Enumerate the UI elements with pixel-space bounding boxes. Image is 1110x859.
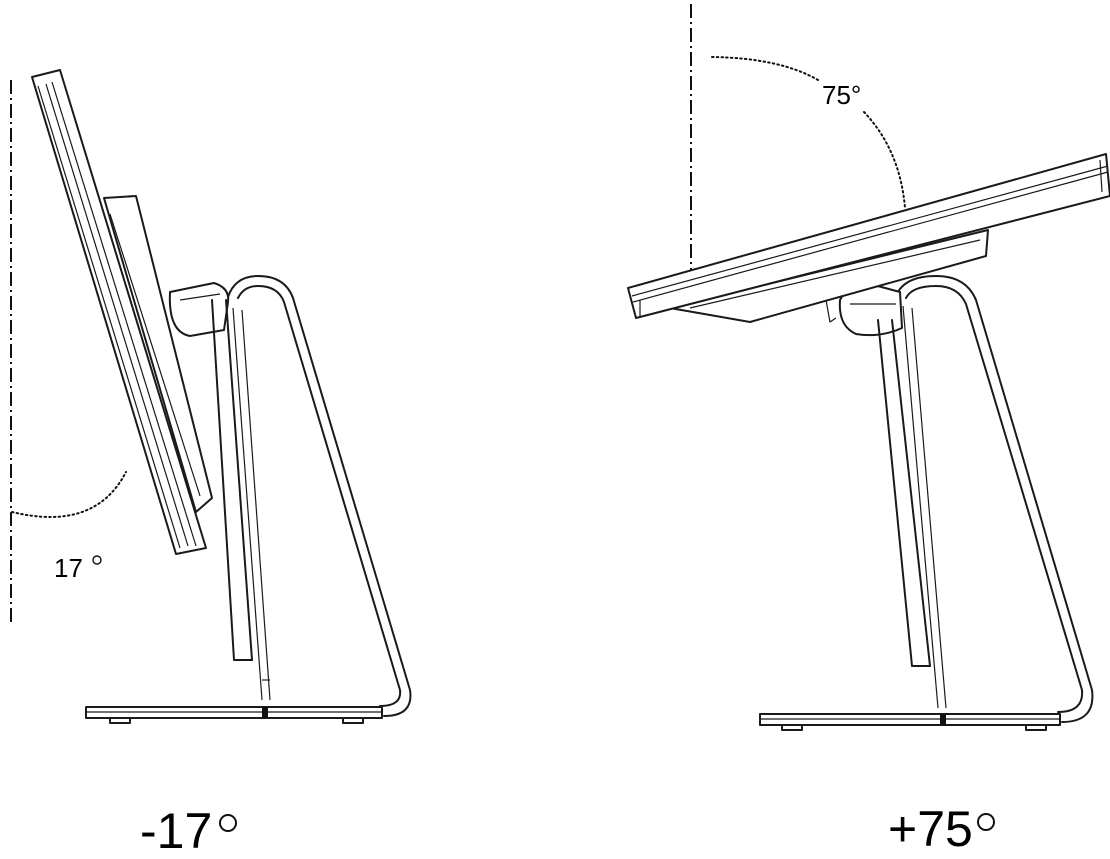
right-monitor-panel	[627, 153, 1110, 319]
right-angle-arc-upper	[711, 56, 819, 81]
left-stand-column	[227, 275, 412, 717]
right-view-positive-tilt: 75° +75	[627, 4, 1110, 857]
left-lift-arm	[211, 299, 253, 661]
left-base-plate	[85, 706, 383, 724]
left-caption-degree-icon	[219, 814, 237, 832]
right-stand-column	[895, 275, 1094, 723]
left-hinge	[168, 282, 230, 337]
left-monitor-panel	[31, 69, 207, 555]
right-angle-label: 75°	[822, 80, 861, 110]
left-angle-label: 17	[54, 553, 83, 583]
right-base-plate	[759, 713, 1061, 731]
left-angle-arc	[11, 471, 127, 518]
right-lift-arm	[877, 319, 931, 667]
left-vesa-mount	[103, 195, 213, 513]
right-caption: +75	[888, 801, 973, 857]
right-bracket	[825, 299, 837, 323]
right-caption-degree-icon	[977, 813, 995, 831]
right-vesa-mount	[669, 229, 989, 323]
left-caption: -17	[140, 803, 212, 859]
left-angle-label-degree-icon	[92, 555, 102, 565]
right-angle-arc-lower	[863, 111, 906, 209]
left-view-negative-tilt: 17 -17	[10, 69, 412, 859]
